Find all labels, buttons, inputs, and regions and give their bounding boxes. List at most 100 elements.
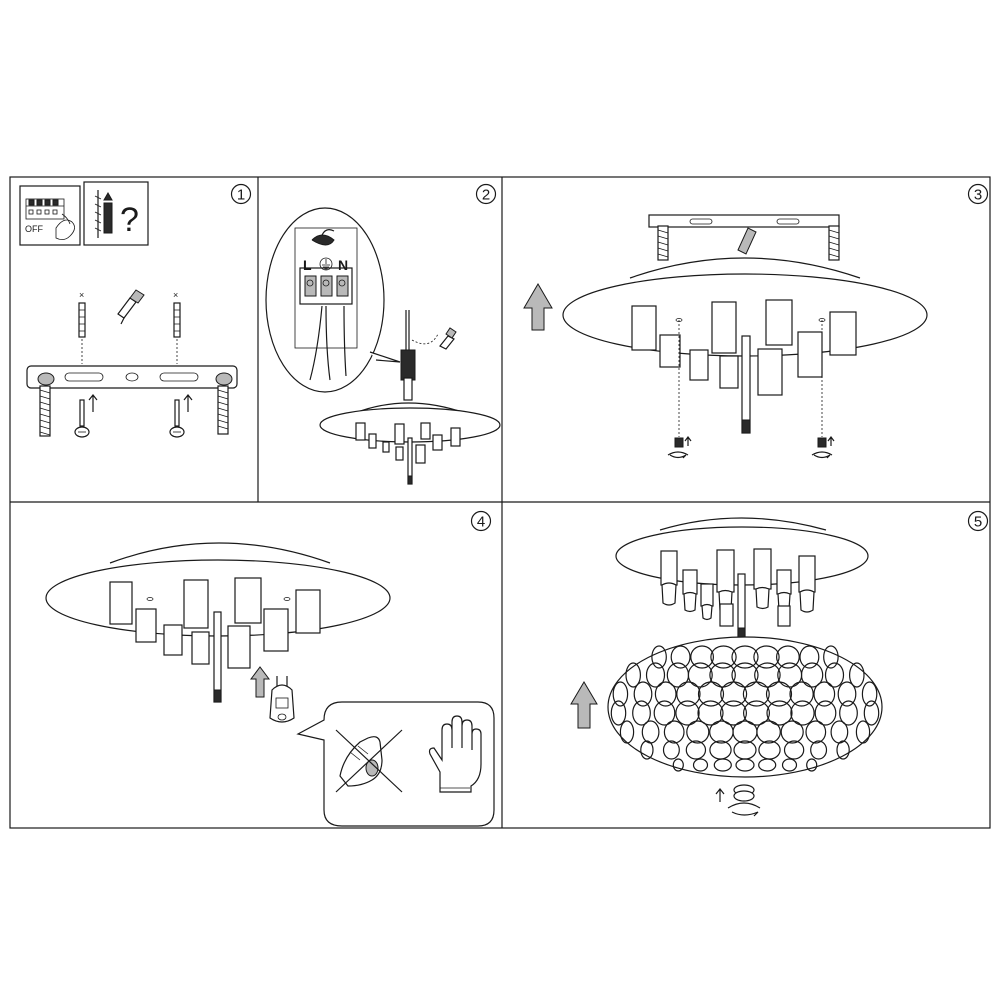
threaded-rod-left <box>39 385 51 437</box>
switch-off-label: OFF <box>25 224 43 234</box>
step-1-number-badge <box>230 183 252 205</box>
step-4-number-badge <box>470 510 492 532</box>
shade-ring <box>823 645 839 669</box>
step-4-panel: 4 <box>45 510 495 827</box>
step-2-panel: 2 L N <box>265 183 501 485</box>
shade-ring <box>783 740 805 760</box>
shade-ring <box>619 720 635 744</box>
shade-ring <box>742 700 770 726</box>
shade-ring <box>810 740 828 760</box>
threaded-rod-right <box>217 385 229 435</box>
step-2-number-badge <box>475 183 497 205</box>
shade-ring <box>836 740 850 760</box>
power-switch-off-icon: OFF <box>19 185 81 246</box>
shade-ring <box>670 645 691 669</box>
terminal-label-neutral: N <box>338 257 348 273</box>
wall-plug-right: × <box>173 290 181 364</box>
shade-ring <box>813 681 836 707</box>
panel-grid <box>9 176 991 829</box>
shade-ring <box>800 662 824 688</box>
screw-right <box>169 394 193 438</box>
suspension-cable <box>400 310 457 401</box>
shade-ring <box>675 700 700 726</box>
mounting-bracket <box>26 365 238 389</box>
cap-nut-right <box>811 436 835 459</box>
shade-ring <box>690 645 714 669</box>
shade-ring <box>824 662 845 688</box>
shade-ring <box>758 758 777 772</box>
step-5-panel: 5 <box>570 510 989 817</box>
shade-ring <box>776 645 800 669</box>
step-5-number: 5 <box>974 514 982 531</box>
drill-question-icon: ? <box>83 181 149 246</box>
screw-left <box>74 394 98 438</box>
shade-ring <box>790 700 815 726</box>
shade-ring <box>663 720 685 744</box>
shade-ring <box>839 700 858 726</box>
step-5-number-badge <box>967 510 989 532</box>
shade-ring <box>766 700 793 726</box>
shade-ring <box>805 720 827 744</box>
shade-ring <box>713 758 732 772</box>
wall-plug-left: × <box>78 290 86 364</box>
shade-ring <box>710 645 737 669</box>
shade-ring <box>633 681 653 707</box>
svg-text:?: ? <box>120 201 139 239</box>
shade-ring <box>612 681 629 707</box>
shade-ring <box>651 645 667 669</box>
shade-ring <box>735 758 755 772</box>
arrow-up-small-icon <box>88 394 98 412</box>
no-bare-hand-icon <box>335 729 403 793</box>
screwdriver-icon <box>117 289 145 325</box>
shade-ring <box>720 681 748 707</box>
crystal-shade <box>607 636 883 778</box>
shade-ring <box>789 681 814 707</box>
shade-ring <box>799 645 820 669</box>
svg-text:×: × <box>173 290 178 300</box>
arrow-up-icon <box>523 283 553 331</box>
step-1-panel: 1 OFF ? × <box>19 181 252 438</box>
fixture-canopy-step4 <box>45 542 391 703</box>
fixture-canopy-step3 <box>562 257 928 437</box>
fixture-with-bulbs-step5 <box>615 517 869 639</box>
shade-ring <box>625 662 641 688</box>
terminal-block-magnifier: L N <box>265 207 401 393</box>
svg-text:×: × <box>79 290 84 300</box>
shade-ring <box>855 720 871 744</box>
shade-ring <box>654 681 677 707</box>
shade-ring <box>697 700 724 726</box>
shade-ring <box>645 662 666 688</box>
shade-ring <box>640 740 654 760</box>
shade-ring <box>861 681 878 707</box>
shade-ring <box>653 700 676 726</box>
shade-ring <box>863 700 880 726</box>
fixture-small <box>319 402 501 485</box>
cap-nut-left <box>667 436 692 459</box>
shade-ring <box>731 645 759 669</box>
shade-ring <box>848 662 865 688</box>
shade-ring <box>731 662 759 688</box>
shade-ring <box>765 681 793 707</box>
shade-ring <box>686 720 710 744</box>
step-2-number: 2 <box>482 187 490 204</box>
arrow-up-bulb-icon <box>250 666 270 698</box>
shade-ring <box>719 700 747 726</box>
shade-ring <box>806 758 818 772</box>
shade-ring <box>672 758 684 772</box>
terminal-label-live: L <box>303 257 312 273</box>
shade-ring <box>837 681 857 707</box>
step-1-number: 1 <box>237 187 245 204</box>
shade-ring <box>697 681 725 707</box>
shade-ring <box>692 758 709 772</box>
glove-icon <box>428 715 482 793</box>
g9-bulb <box>250 666 295 723</box>
ceiling-bracket <box>648 214 840 261</box>
earth-symbol-icon <box>319 257 333 271</box>
shade-ring <box>814 700 837 726</box>
step-3-number: 3 <box>974 187 982 204</box>
step-3-panel: 3 <box>523 183 989 459</box>
shade-ring <box>610 700 627 726</box>
shade-ring <box>662 740 680 760</box>
shade-ring <box>781 758 798 772</box>
